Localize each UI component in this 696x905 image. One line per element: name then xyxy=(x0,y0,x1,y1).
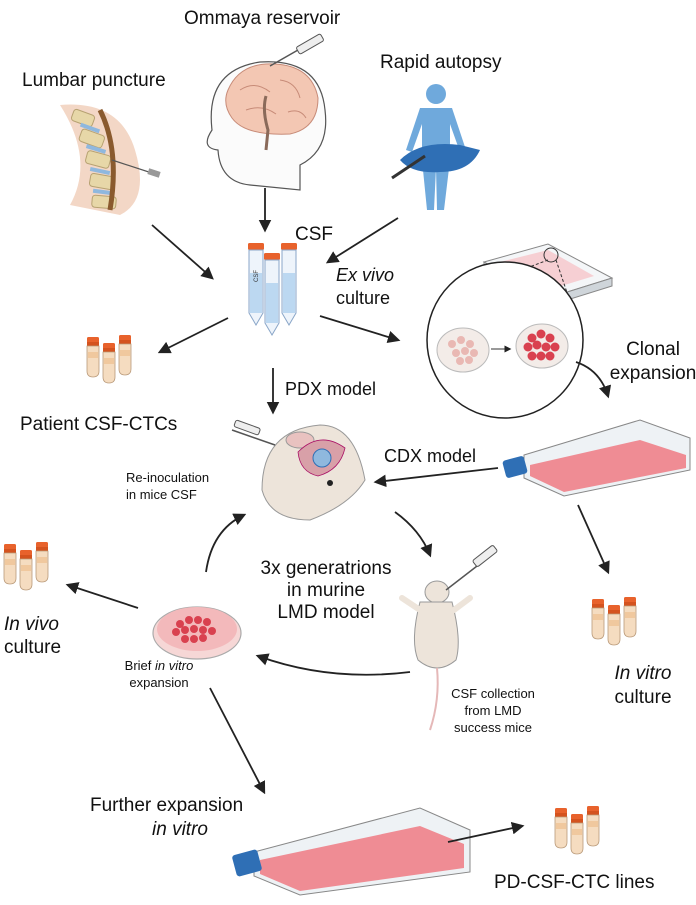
brief-label: Brief in vitro expansion xyxy=(104,658,214,692)
clonal-line2: expansion xyxy=(609,362,696,384)
ex-vivo-label: Ex vivo culture xyxy=(336,264,394,309)
mouse-body xyxy=(399,545,498,731)
in-vivo-culture: culture xyxy=(4,636,62,658)
in-vivo-tubes xyxy=(4,542,48,590)
lumbar-label: Lumbar puncture xyxy=(22,70,166,91)
csf-collection-line3: success mice xyxy=(453,719,533,735)
ex-vivo-culture: culture xyxy=(336,287,391,308)
generations-line3: LMD model xyxy=(277,601,375,623)
brief-prefix: Brief xyxy=(124,658,156,673)
in-vivo-italic: In vivo xyxy=(4,614,59,635)
pdx-model-label: PDX model xyxy=(285,379,377,399)
in-vitro-culture: culture xyxy=(614,686,672,708)
petri-dish xyxy=(152,606,242,660)
arrows xyxy=(65,188,612,843)
pd-lines-tubes xyxy=(555,806,599,854)
further-line2: in vitro xyxy=(152,818,208,840)
generations-label: 3x generatrions in murine LMD model xyxy=(246,558,406,624)
csf-tube-label: CSF xyxy=(254,270,260,282)
brief-line2: expansion xyxy=(129,674,189,690)
csf-collection-label: CSF collection from LMD success mice xyxy=(438,686,548,737)
culture-flask-right xyxy=(502,419,691,497)
clonal-label: Clonal expansion xyxy=(598,338,696,386)
body-illustration xyxy=(391,84,480,210)
in-vitro-italic: In vitro xyxy=(614,663,672,684)
further-label: Further expansion in vitro xyxy=(90,794,243,842)
csf-collection-line1: CSF collection xyxy=(451,686,535,701)
autopsy-label: Rapid autopsy xyxy=(380,52,502,73)
csf-collection-line2: from LMD xyxy=(464,702,522,718)
ex-vivo-italic: Ex vivo xyxy=(336,265,395,285)
csf-label: CSF xyxy=(295,224,333,245)
culture-flask-bottom xyxy=(232,807,471,896)
generations-line2: in murine xyxy=(286,579,366,601)
csf-tubes xyxy=(248,243,297,336)
ommaya-label: Ommaya reservoir xyxy=(184,8,341,29)
magnified-view xyxy=(426,261,584,419)
reinoculation-line1: Re-inoculation xyxy=(126,470,210,485)
in-vitro-label: In vitro culture xyxy=(595,662,691,710)
reinoculation-line2: in mice CSF xyxy=(126,486,197,502)
generations-line1: 3x generatrions xyxy=(260,558,392,579)
further-line1: Further expansion xyxy=(90,795,244,816)
pd-lines-label: PD-CSF-CTC lines xyxy=(494,872,655,893)
patient-ctc-tubes xyxy=(87,335,131,383)
brief-italic: in vitro xyxy=(155,658,194,673)
patient-ctcs-label: Patient CSF-CTCs xyxy=(20,414,178,435)
mouse-head xyxy=(231,419,366,521)
in-vivo-label: In vivo culture xyxy=(4,614,61,660)
reinoculation-label: Re-inoculation in mice CSF xyxy=(126,470,209,504)
in-vitro-tubes xyxy=(592,597,636,645)
clonal-line1: Clonal xyxy=(626,339,680,360)
spine-illustration xyxy=(60,104,161,215)
cdx-model-label: CDX model xyxy=(384,446,477,466)
head-brain-illustration xyxy=(206,33,327,191)
